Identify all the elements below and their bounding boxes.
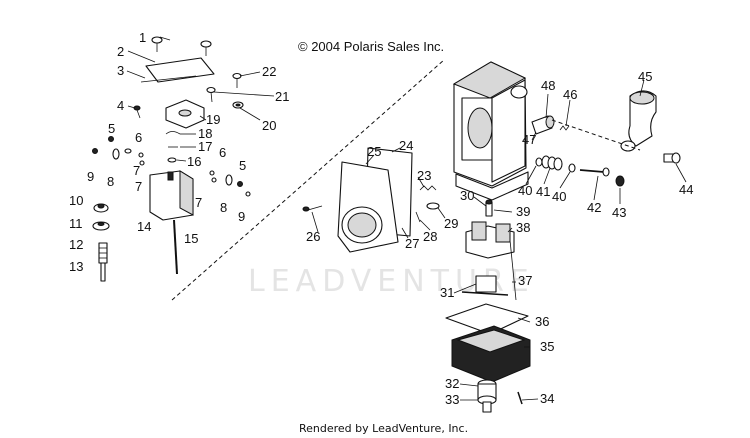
callout-29: 29 xyxy=(444,216,458,231)
part-float xyxy=(465,221,515,259)
callout-13: 13 xyxy=(69,259,83,274)
callout-16: 16 xyxy=(187,154,201,169)
callout-40a: 40 xyxy=(518,183,532,198)
callout-7c: 7 xyxy=(195,195,202,210)
part-screw-29 xyxy=(426,202,440,210)
callout-22: 22 xyxy=(262,64,276,79)
callout-45: 45 xyxy=(638,69,652,84)
callout-7b: 7 xyxy=(135,179,142,194)
callout-10: 10 xyxy=(69,193,83,208)
callout-5b: 5 xyxy=(239,158,246,173)
callout-35: 35 xyxy=(540,339,554,354)
callout-2: 2 xyxy=(117,44,124,59)
part-ring-16 xyxy=(167,157,177,163)
part-choke-cap xyxy=(620,90,657,152)
callout-labels: 1 2 3 4 5 5 6 6 7 7 7 8 8 9 9 10 11 12 1… xyxy=(69,30,693,407)
callout-14: 14 xyxy=(137,219,151,234)
part-oring-43 xyxy=(615,175,625,187)
part-screw-4 xyxy=(133,105,141,119)
part-carburetor-body xyxy=(452,61,529,201)
part-linkage-left xyxy=(92,136,145,166)
callout-5a: 5 xyxy=(108,121,115,136)
callout-9b: 9 xyxy=(238,209,245,224)
callout-33: 33 xyxy=(445,392,459,407)
part-screw-44 xyxy=(663,152,681,164)
callout-3: 3 xyxy=(117,63,124,78)
callout-28: 28 xyxy=(423,229,437,244)
leader-37-bracket xyxy=(509,239,517,301)
callout-8a: 8 xyxy=(107,174,114,189)
part-spring-46 xyxy=(559,125,570,131)
part-needle xyxy=(173,219,178,275)
callout-38: 38 xyxy=(516,220,530,235)
callout-40b: 40 xyxy=(552,189,566,204)
callout-42: 42 xyxy=(587,200,601,215)
callout-26: 26 xyxy=(306,229,320,244)
part-screw-26 xyxy=(302,205,323,212)
callout-17: 17 xyxy=(198,139,212,154)
part-screw-34 xyxy=(517,391,523,405)
callout-7a: 7 xyxy=(133,163,140,178)
callout-8b: 8 xyxy=(220,200,227,215)
part-throttle-slide xyxy=(149,170,194,221)
callout-36: 36 xyxy=(535,314,549,329)
axis-dashed-line xyxy=(551,119,641,151)
callout-18: 18 xyxy=(198,126,212,141)
callout-24: 24 xyxy=(399,138,413,153)
part-jet-assembly xyxy=(98,242,108,282)
callout-1: 1 xyxy=(139,30,146,45)
callout-4: 4 xyxy=(117,98,124,113)
callout-47: 47 xyxy=(522,132,536,147)
part-plunger xyxy=(531,115,555,135)
callout-23: 23 xyxy=(417,168,431,183)
footer-credit: Rendered by LeadVenture, Inc. xyxy=(299,422,468,435)
callout-41: 41 xyxy=(536,184,550,199)
callout-43: 43 xyxy=(612,205,626,220)
part-float-bowl xyxy=(451,325,531,383)
part-washer-11 xyxy=(92,221,110,231)
part-screws-20-22 xyxy=(206,72,244,109)
part-cover-plate xyxy=(145,57,215,83)
callout-48: 48 xyxy=(541,78,555,93)
callout-12: 12 xyxy=(69,237,83,252)
callout-34: 34 xyxy=(540,391,554,406)
callout-20: 20 xyxy=(262,118,276,133)
divider-dashed-line xyxy=(171,59,445,301)
callout-27: 27 xyxy=(405,236,419,251)
part-bowl-gasket xyxy=(445,303,529,335)
part-plug-39 xyxy=(485,199,493,217)
callout-25: 25 xyxy=(367,144,381,159)
callout-6b: 6 xyxy=(219,145,226,160)
part-spring-41 xyxy=(541,155,563,171)
callout-30: 30 xyxy=(460,188,474,203)
callout-21: 21 xyxy=(275,89,289,104)
callout-15: 15 xyxy=(184,231,198,246)
part-washer-40a xyxy=(535,157,543,167)
copyright-text: © 2004 Polaris Sales Inc. xyxy=(298,39,444,54)
callout-6a: 6 xyxy=(135,130,142,145)
part-gasket-3 xyxy=(140,75,197,83)
leader-lines xyxy=(126,36,687,401)
part-screw-42 xyxy=(579,167,610,177)
part-drain-plug xyxy=(477,379,497,413)
callout-11: 11 xyxy=(69,216,83,231)
callout-39: 39 xyxy=(516,204,530,219)
callout-44: 44 xyxy=(679,182,693,197)
callout-9a: 9 xyxy=(87,169,94,184)
callout-37: 37 xyxy=(518,273,532,288)
part-intake-plate xyxy=(337,161,399,253)
callout-31: 31 xyxy=(440,285,454,300)
part-pin-28 xyxy=(415,211,421,223)
part-linkage-right xyxy=(209,170,251,197)
callout-46: 46 xyxy=(563,87,577,102)
part-clip-18 xyxy=(165,131,181,135)
part-nut-10 xyxy=(93,203,109,213)
part-spring-23 xyxy=(419,185,437,191)
callout-32: 32 xyxy=(445,376,459,391)
callout-19: 19 xyxy=(206,112,220,127)
part-screw-1 xyxy=(151,36,212,56)
part-washer-40b xyxy=(568,163,576,173)
